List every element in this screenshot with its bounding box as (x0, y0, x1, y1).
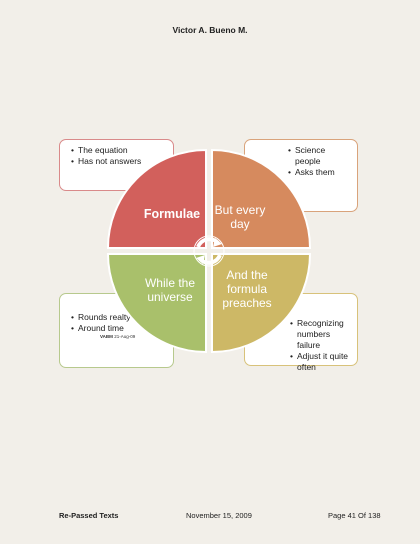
card-bullet: Science people (288, 145, 351, 167)
card-bullet: Around time (71, 323, 167, 334)
card-bullet: Recognizing numbers failure (290, 318, 353, 351)
stamp-date: 21-Aug-09 (114, 334, 136, 339)
circular-arrows-icon (193, 235, 225, 267)
card-bullet: Rounds realty (71, 312, 167, 323)
card-bullet: Adjust it quite often (290, 351, 353, 373)
stamp-initials: VABM (100, 334, 113, 339)
quadrant-label-but-every-day: But every day (214, 203, 266, 231)
quadrant-formula-preaches (211, 253, 312, 354)
quadrant-label-formulae: Formulae (143, 207, 201, 221)
quadrant-formulae (106, 148, 207, 249)
quadrant-label-while-the-universe: While the universe (144, 276, 196, 304)
footer-page-number: Page 41 Of 138 (328, 511, 381, 520)
footer-date: November 15, 2009 (186, 511, 252, 520)
footer-title: Re-Passed Texts (59, 511, 119, 520)
card-bullet: The equation (71, 145, 167, 156)
card-bullet: Asks them (288, 167, 351, 178)
page-header-author: Victor A. Bueno M. (172, 25, 248, 35)
card-bullet: Has not answers (71, 156, 167, 167)
signature-stamp: VABM 21-Aug-09 (100, 334, 167, 340)
quadrant-label-formula-preaches: And the formula preaches (222, 268, 272, 310)
quadrant-but-every-day (211, 148, 312, 249)
quadrant-while-the-universe (106, 253, 207, 354)
